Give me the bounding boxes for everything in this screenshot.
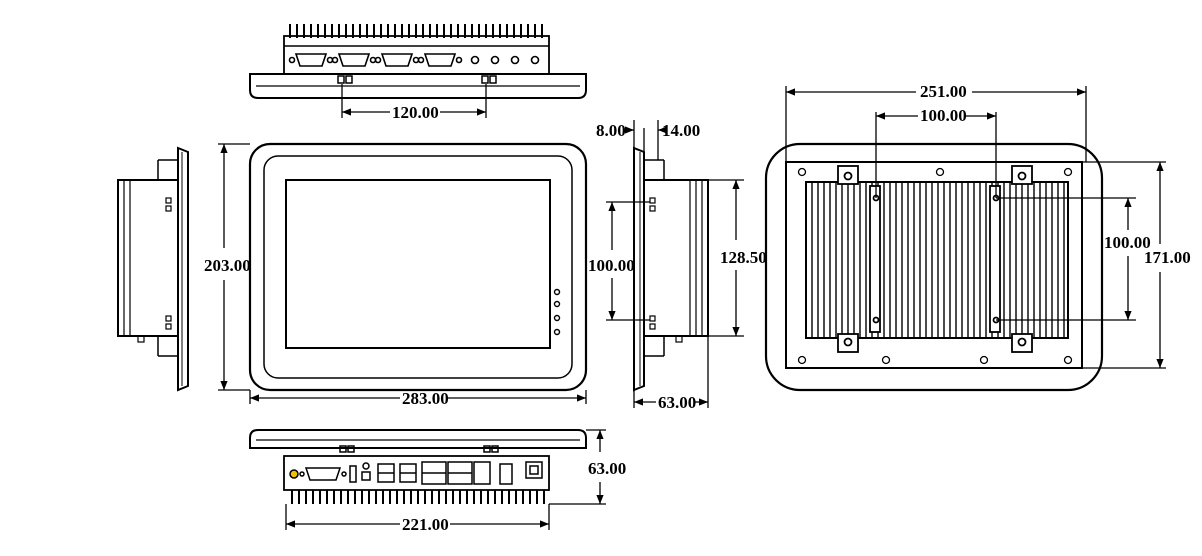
dim-side-frame: 14.00 [662,121,700,140]
status-leds [553,288,561,336]
dim-side-mount: 100.00 [588,256,635,275]
dim-bottom-depth: 63.00 [588,459,626,478]
dim-back-height: 171.00 [1144,248,1191,267]
dim-back-mount-h: 100.00 [920,106,967,125]
left-side-view [117,146,189,392]
dim-top-120: 120.00 [392,103,439,122]
dim-side-depth: 63.00 [658,393,696,412]
io-ports-bottom [289,461,543,485]
heatsink-fins-bottom [291,490,545,504]
dim-back-mount-v: 100.00 [1104,233,1151,252]
serial-ports-top [288,53,540,67]
top-view: 120.00 [249,24,587,122]
heatsink-fins-back [811,182,1065,338]
dim-back-width: 251.00 [920,82,967,101]
dim-front-height: 203.00 [204,256,251,275]
right-side-view: 8.00 14.00 100.00 128.50 63.00 [588,120,767,412]
bottom-view: 63.00 221.00 [249,429,626,534]
dim-side-bezel: 8.00 [596,121,626,140]
back-view: 251.00 100.00 100.00 171.00 [764,82,1191,392]
front-view: 203.00 283.00 [204,142,588,408]
dim-side-body: 128.50 [720,248,767,267]
dim-front-width: 283.00 [402,389,449,408]
dim-bottom-width: 221.00 [402,515,449,534]
heatsink-fins-top [289,24,543,38]
